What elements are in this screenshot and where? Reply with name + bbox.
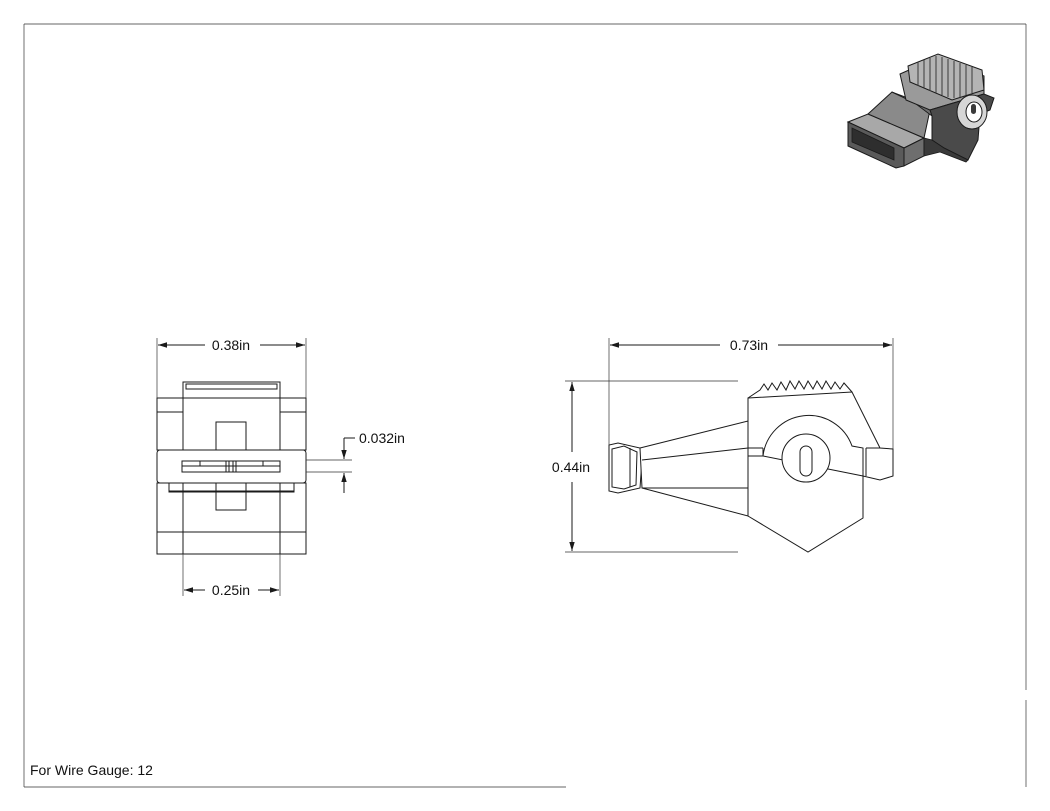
dim-side-length-label: 0.73in bbox=[730, 337, 768, 353]
dim-side-length bbox=[608, 338, 894, 449]
sheet-border bbox=[23, 23, 1027, 788]
dim-side-height-label: 0.44in bbox=[552, 459, 590, 475]
wire-gauge-note: For Wire Gauge: 12 bbox=[30, 762, 153, 778]
dim-inner-width bbox=[182, 554, 281, 596]
dim-inner-width-label: 0.25in bbox=[212, 582, 250, 598]
front-view bbox=[156, 381, 307, 555]
side-view bbox=[608, 379, 894, 553]
dim-slot-height-label: 0.032in bbox=[359, 430, 405, 446]
dim-slot-height bbox=[306, 437, 355, 493]
dim-front-width bbox=[156, 338, 307, 398]
dim-front-width-label: 0.38in bbox=[212, 337, 250, 353]
isometric-view bbox=[846, 53, 995, 169]
dim-side-height bbox=[565, 380, 738, 553]
